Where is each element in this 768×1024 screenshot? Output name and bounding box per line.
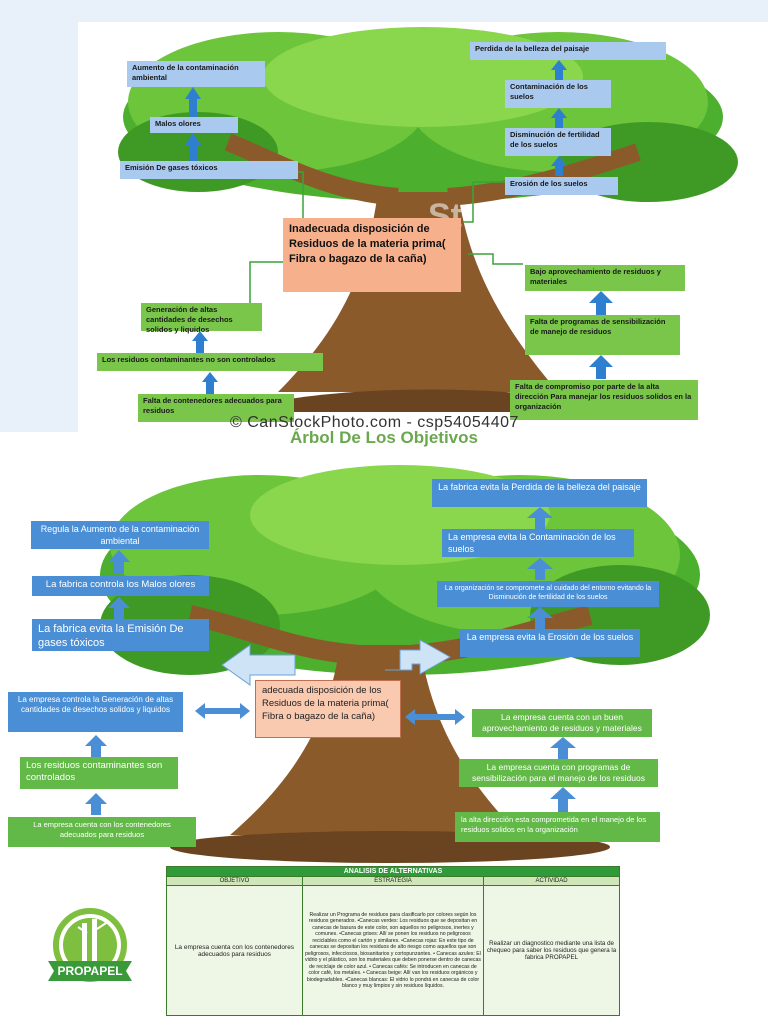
up-arrow-icon	[550, 787, 576, 813]
cause-box: Falta de programas de sensibilización de…	[525, 315, 680, 355]
cause-box: Falta de contenedores adecuados para res…	[138, 394, 294, 422]
column-header: ACTIVIDAD	[483, 876, 620, 886]
up-arrow-icon	[192, 331, 208, 353]
central-problem: Inadecuada disposición de Residuos de la…	[283, 218, 461, 292]
table-cell-activity: Realizar un diagnostico mediante una lis…	[483, 885, 620, 1016]
central-objective: adecuada disposición de los Residuos de …	[255, 680, 401, 738]
propapel-logo: PROPAPEL	[48, 908, 132, 982]
watermark-credit: © CanStockPhoto.com - csp54054407	[230, 414, 519, 431]
objective-box: Los residuos contaminantes son controlad…	[20, 757, 178, 789]
cause-box: Falta de compromiso por parte de la alta…	[510, 380, 698, 420]
effect-box: Malos olores	[150, 117, 238, 133]
effect-box: Emisión De gases tóxicos	[120, 161, 298, 179]
objectives-tree-illustration	[100, 465, 710, 863]
logo-text: PROPAPEL	[57, 964, 122, 978]
column-header: OBJETIVO	[166, 876, 303, 886]
up-arrow-icon	[550, 737, 576, 759]
up-arrow-icon	[185, 133, 201, 161]
objective-box: La empresa evita la Erosión de los suelo…	[460, 629, 640, 657]
up-arrow-icon	[551, 108, 567, 128]
up-arrow-icon	[527, 607, 553, 629]
effect-box: Contaminación de los suelos	[505, 80, 611, 108]
effect-box: Disminución de fertilidad de los suelos	[505, 128, 611, 156]
effect-box: Perdida de la belleza del paisaje	[470, 42, 666, 60]
up-arrow-icon	[551, 156, 567, 176]
column-header: ESTRATEGIA	[301, 876, 485, 886]
objective-box: La fabrica evita la Perdida de la bellez…	[432, 479, 647, 507]
objective-box: La organización se compromete al cuidado…	[437, 581, 659, 607]
objective-box: Regula la Aumento de la contaminación am…	[31, 521, 209, 549]
objective-box: La fabrica evita la Emisión De gases tóx…	[32, 619, 209, 651]
table-title: ANALISIS DE ALTERNATIVAS	[166, 866, 620, 877]
effect-box: Erosión de los suelos	[505, 177, 618, 195]
up-arrow-icon	[108, 550, 130, 574]
up-arrow-icon	[185, 87, 201, 117]
up-arrow-icon	[85, 793, 107, 815]
up-arrow-icon	[589, 291, 613, 315]
up-arrow-icon	[551, 60, 567, 80]
objective-box: La empresa cuenta con los contenedores a…	[8, 817, 196, 847]
up-arrow-icon	[85, 735, 107, 757]
table-cell-strategy: Realizar un Programa de residuos para cl…	[301, 885, 485, 1016]
objective-box: La empresa cuenta con un buen aprovecham…	[472, 709, 652, 737]
objectives-tree-title: Árbol De Los Objetivos	[290, 428, 478, 447]
cause-box: Los residuos contaminantes no son contro…	[97, 353, 323, 371]
alternatives-table: ANALISIS DE ALTERNATIVAS OBJETIVO ESTRAT…	[166, 866, 620, 1016]
objective-box: La empresa evita la Contaminación de los…	[442, 529, 634, 557]
up-arrow-icon	[202, 372, 218, 394]
cause-box: Generación de altas cantidades de desech…	[141, 303, 262, 334]
up-arrow-icon	[108, 597, 130, 619]
objective-box: La fabrica controla los Malos olores	[32, 576, 209, 596]
up-arrow-icon	[527, 558, 553, 580]
effect-box: Aumento de la contaminación ambiental	[127, 61, 265, 87]
cause-box: Bajo aprovechamiento de residuos y mater…	[525, 265, 685, 291]
objective-box: La empresa controla la Generación de alt…	[8, 692, 183, 732]
table-cell-objective: La empresa cuenta con los contenedores a…	[166, 885, 303, 1016]
up-arrow-icon	[527, 507, 553, 529]
objective-box: La empresa cuenta con programas de sensi…	[459, 759, 658, 787]
up-arrow-icon	[589, 355, 613, 379]
objective-box: la alta dirección esta comprometida en e…	[455, 812, 660, 842]
